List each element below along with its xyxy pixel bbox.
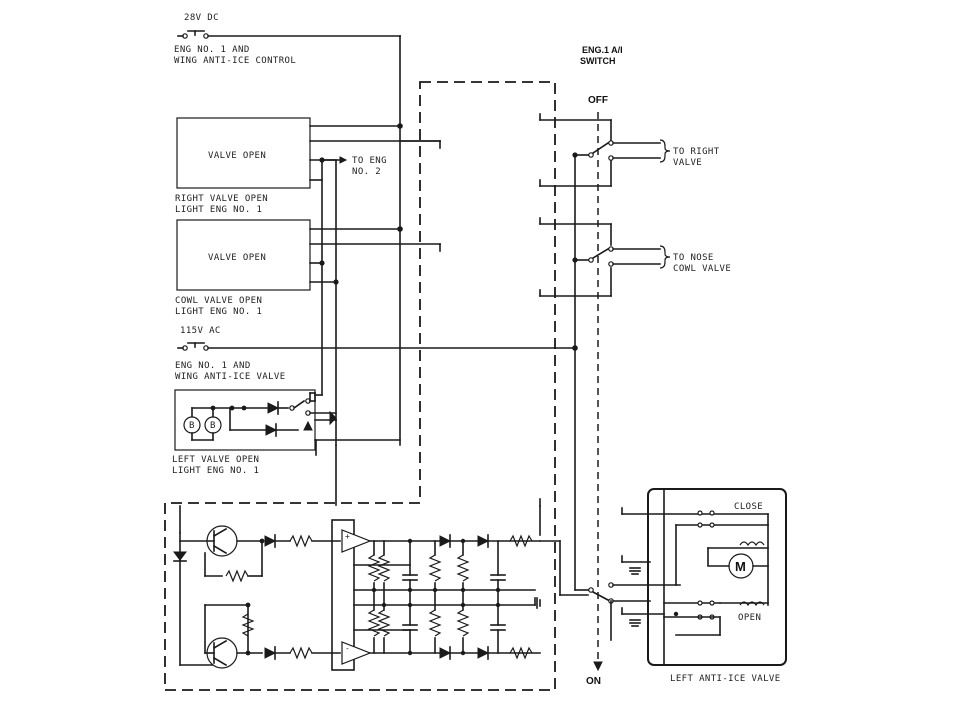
nose-cowl-brace (659, 245, 671, 269)
switch-title-2: SWITCH (580, 56, 616, 66)
control-label-line2: WING ANTI-ICE CONTROL (174, 56, 296, 66)
valve-open-label-2: VALVE OPEN (208, 253, 266, 263)
to-right-label-1: TO RIGHT (673, 147, 720, 157)
indicator-bulbs (183, 405, 233, 441)
close-label: CLOSE (734, 502, 763, 512)
left-light-line2: LIGHT ENG NO. 1 (172, 466, 259, 476)
valve-motor-circuit: M (621, 507, 769, 636)
valve-label-line2: WING ANTI-ICE VALVE (175, 372, 286, 382)
open-label: OPEN (738, 613, 761, 623)
valve-label-line1: ENG NO. 1 AND (175, 361, 251, 371)
amplifier-block (331, 519, 355, 671)
ac-source-label: 115V AC (180, 326, 221, 336)
right-valve-light-line1: RIGHT VALVE OPEN (175, 194, 268, 204)
switch-contacts (539, 113, 681, 641)
left-light-diodes (229, 394, 337, 437)
connector-enclosure (164, 81, 556, 691)
to-nose-label-1: TO NOSE (673, 253, 714, 263)
bulb-label-1: B (189, 421, 195, 431)
cowl-light-line1: COWL VALVE OPEN (175, 296, 262, 306)
right-valve-light-line2: LIGHT ENG NO. 1 (175, 205, 262, 215)
ac-circuit-breaker (177, 342, 576, 351)
valve-open-label-1: VALVE OPEN (208, 151, 266, 161)
left-light-line1: LEFT VALVE OPEN (172, 455, 259, 465)
to-right-label-2: VALVE (673, 158, 702, 168)
right-valve-brace (659, 139, 671, 163)
amplifier-circuit: + - (173, 519, 541, 671)
bulb-label-2: B (210, 421, 216, 431)
switch-off-label: OFF (588, 95, 608, 106)
left-valve-label: LEFT ANTI-ICE VALVE (670, 674, 781, 684)
to-eng-label-1: TO ENG (352, 156, 387, 166)
cowl-valve-open-indicator (176, 219, 311, 291)
dc-circuit-breaker (177, 30, 401, 39)
left-anti-ice-valve-housing (647, 488, 787, 666)
switch-title-1: ENG.1 A/I (582, 45, 623, 55)
right-valve-open-indicator (176, 117, 311, 189)
to-nose-label-2: COWL VALVE (673, 264, 731, 274)
amp-minus-label: - (345, 644, 350, 653)
to-eng-label-2: NO. 2 (352, 167, 381, 177)
amp-plus-label: + (345, 532, 350, 541)
to-eng-arrow (339, 156, 348, 164)
dc-source-label: 28V DC (184, 13, 219, 23)
control-label-line1: ENG NO. 1 AND (174, 45, 250, 55)
motor-label: M (735, 559, 746, 574)
cowl-light-line2: LIGHT ENG NO. 1 (175, 307, 262, 317)
switch-on-label: ON (586, 676, 601, 687)
